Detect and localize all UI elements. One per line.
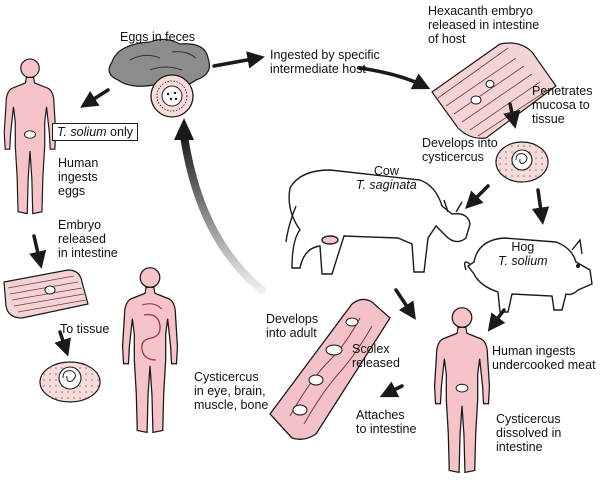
label-t-solium-only: T. solium only bbox=[52, 123, 138, 141]
label-eggs-in-feces: Eggs in feces bbox=[120, 30, 196, 44]
label-to-tissue: To tissue bbox=[60, 322, 110, 336]
label-cysticercus-sites: Cysticercus in eye, brain, muscle, bone bbox=[194, 370, 269, 412]
label-hog: Hog T. solium bbox=[498, 240, 548, 268]
label-develops-adult: Develops into adult bbox=[266, 312, 319, 340]
label-ingested-host: Ingested by specific intermediate host bbox=[270, 48, 380, 76]
human-figure-icon bbox=[3, 58, 57, 215]
label-scolex: Scolex released bbox=[352, 342, 400, 370]
label-embryo-released: Embryo released in intestine bbox=[58, 218, 118, 260]
cow-icon bbox=[285, 169, 471, 275]
label-cow: Cow T. saginata bbox=[356, 164, 417, 192]
human-figure-icon bbox=[433, 307, 491, 474]
label-human-meat: Human ingests undercooked meat bbox=[492, 344, 596, 372]
egg-icon bbox=[150, 74, 194, 118]
label-dissolved: Cysticercus dissolved in intestine bbox=[496, 412, 562, 454]
intestinal-tissue-icon bbox=[3, 269, 89, 319]
feces-icon bbox=[108, 38, 211, 88]
return-arrow-icon bbox=[174, 118, 266, 294]
label-human-ingests-eggs: Human ingests eggs bbox=[58, 156, 99, 198]
label-penetrates: Penetrates mucosa to tissue bbox=[532, 84, 593, 126]
arrow-icon bbox=[29, 51, 550, 398]
cyst-icon bbox=[39, 361, 101, 403]
label-attaches: Attaches to intestine bbox=[356, 408, 417, 436]
cyst-icon bbox=[495, 141, 549, 183]
host-tissue-icon bbox=[431, 42, 557, 139]
human-figure-icon bbox=[121, 267, 179, 434]
intestine-icon bbox=[269, 298, 391, 440]
label-develops-cysticercus: Develops into cysticercus bbox=[422, 136, 498, 164]
label-hexacanth: Hexacanth embryo released in intestine o… bbox=[428, 4, 540, 46]
hog-icon bbox=[463, 237, 593, 313]
